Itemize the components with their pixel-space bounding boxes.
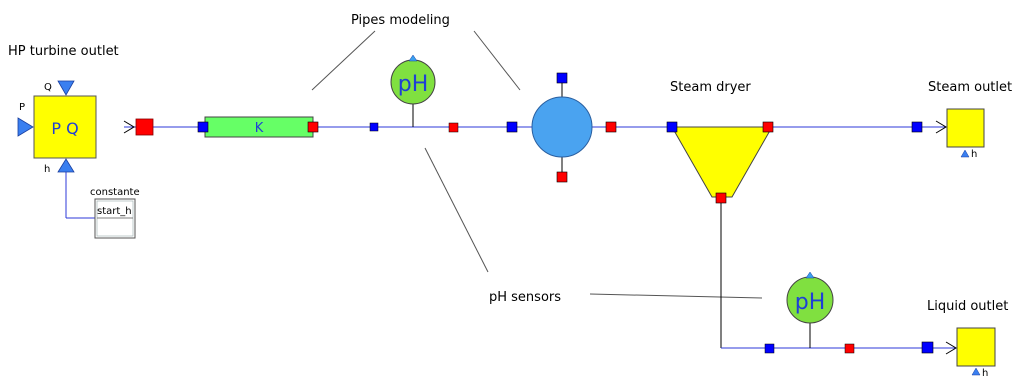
leader-line-ph-1 — [424, 147, 489, 273]
port-p-label: P — [19, 102, 25, 113]
mixer-bottom-port[interactable] — [556, 171, 568, 183]
constante-inner — [96, 200, 134, 237]
steam-outlet-h-label: h — [971, 149, 977, 160]
steam-outlet-block[interactable] — [946, 108, 985, 148]
leader-line-pipes-2 — [473, 30, 521, 91]
pipe-out-port[interactable] — [307, 121, 319, 133]
arrow-source-out — [123, 120, 135, 134]
mixer-volume[interactable] — [531, 96, 593, 158]
label-pipes-modeling: Pipes modeling — [351, 13, 450, 28]
ph-sensor-2-top-marker — [805, 271, 815, 279]
port-h-label: h — [44, 164, 50, 175]
port-q-label: Q — [44, 82, 52, 93]
dryer-in-port[interactable] — [666, 121, 678, 133]
ph2-in-port[interactable] — [764, 343, 775, 354]
dryer-drain-port[interactable] — [715, 192, 727, 204]
pipe-label: K — [255, 121, 264, 136]
pipe-in-port[interactable] — [197, 121, 209, 133]
source-block[interactable] — [33, 95, 97, 159]
ph1-in-port[interactable] — [369, 122, 379, 132]
liquid-outlet-h-marker — [971, 367, 981, 376]
ph-sensor-2-label: pH — [795, 290, 826, 315]
port-h-triangle[interactable] — [57, 158, 75, 173]
label-steam-outlet: Steam outlet — [928, 80, 1012, 95]
label-ph-sensors: pH sensors — [489, 290, 561, 305]
dryer-steam-port[interactable] — [762, 121, 774, 133]
liquid-outlet-in-port[interactable] — [921, 341, 934, 354]
liquid-outlet-h-label: h — [982, 368, 988, 378]
ph-sensor-1-label: pH — [398, 72, 429, 97]
port-p-triangle[interactable] — [17, 117, 34, 137]
label-liquid-outlet: Liquid outlet — [927, 299, 1008, 314]
leader-line-ph-2 — [589, 293, 763, 299]
mixer-in-port[interactable] — [506, 121, 518, 133]
ph1-out-port[interactable] — [448, 122, 459, 133]
ph2-out-port[interactable] — [844, 343, 855, 354]
constante-block[interactable] — [94, 198, 136, 239]
arrow-steam-outlet-in — [935, 120, 947, 134]
constante-title: constante — [90, 187, 140, 198]
mixer-out-port[interactable] — [605, 121, 617, 133]
liquid-outlet-block[interactable] — [956, 327, 996, 367]
source-out-port[interactable] — [135, 118, 154, 136]
steam-dryer[interactable] — [671, 126, 773, 198]
steam-outlet-h-marker — [960, 149, 970, 158]
leader-line-pipes-1 — [311, 30, 376, 91]
steam-outlet-in-port[interactable] — [911, 121, 923, 133]
label-hp-turbine-outlet: HP turbine outlet — [8, 44, 119, 59]
arrow-liquid-outlet-in — [945, 341, 957, 355]
mixer-top-port[interactable] — [556, 72, 568, 84]
constante-value: start_h — [97, 206, 132, 217]
port-q-triangle[interactable] — [57, 80, 75, 96]
label-steam-dryer: Steam dryer — [670, 80, 751, 95]
ph-sensor-1-top-marker — [408, 54, 418, 62]
source-block-label: P Q — [51, 119, 78, 138]
